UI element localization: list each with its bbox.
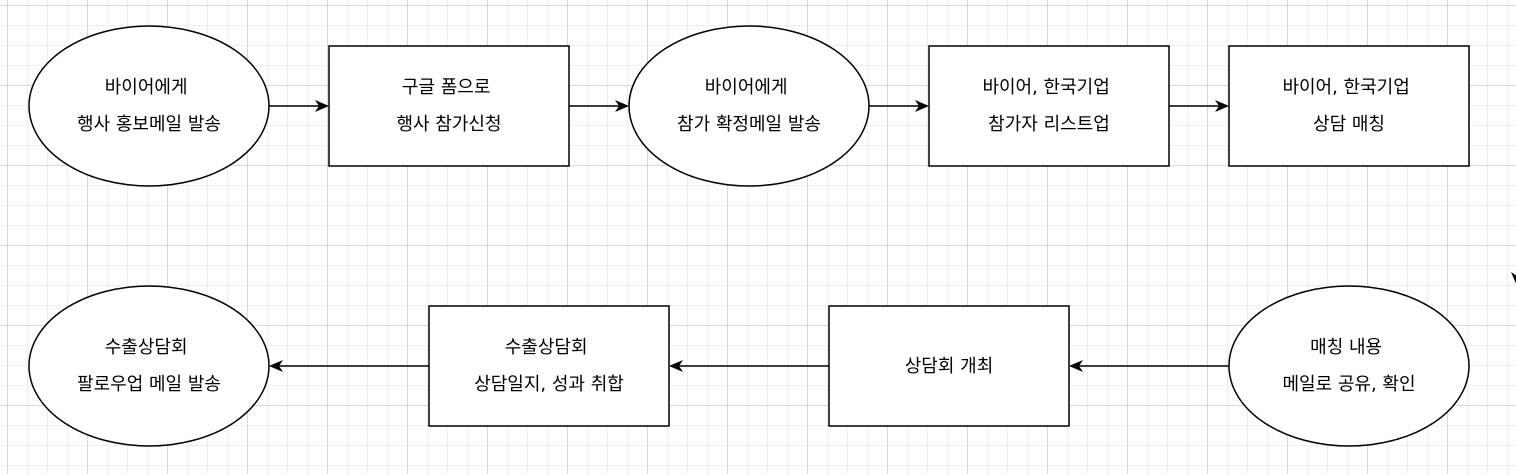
node-label-line-1: 구글 폼으로 [402,77,491,98]
node-send-promo-mail[interactable]: 바이어에게 행사 홍보메일 발송 [28,25,270,187]
node-label: 상담회 개최 [905,356,994,377]
node-label: 바이어, 한국기업 상담 매칭 [1282,77,1415,135]
node-label-line-2: 메일로 공유, 확인 [1282,374,1415,395]
node-label: 수출상담회 상담일지, 성과 취합 [474,337,624,395]
node-shape-ellipse [28,25,270,187]
node-label-line-2: 행사 홍보메일 발송 [77,114,221,135]
node-shape-rect [428,305,670,427]
node-send-confirm-mail[interactable]: 바이어에게 참가 확정메일 발송 [628,25,870,187]
node-label-line-2: 행사 참가신청 [396,114,501,135]
node-send-followup-mail[interactable]: 수출상담회 팔로우업 메일 발송 [28,285,270,447]
node-label: 바이어에게 행사 홍보메일 발송 [77,77,221,135]
node-label: 수출상담회 팔로우업 메일 발송 [77,337,221,395]
node-label-line-1: 상담회 개최 [905,356,994,377]
node-label-line-1: 수출상담회 [105,337,188,358]
node-label-line-1: 바이어, 한국기업 [982,77,1109,98]
node-shape-ellipse [28,285,270,447]
node-label: 바이어에게 참가 확정메일 발송 [677,77,821,135]
node-collect-results[interactable]: 수출상담회 상담일지, 성과 취합 [428,305,670,427]
node-shape-ellipse [1228,285,1470,447]
node-shape-rect [328,45,570,167]
nodes-layer: 바이어에게 행사 홍보메일 발송 구글 폼으로 행사 참가신청 바이어에게 참가… [28,25,1470,447]
node-label: 매칭 내용 메일로 공유, 확인 [1282,337,1415,395]
node-label-line-2: 참가 확정메일 발송 [677,114,821,135]
node-label: 구글 폼으로 행사 참가신청 [396,77,501,135]
node-shape-ellipse [628,25,870,187]
node-label-line-2: 참가자 리스트업 [988,114,1110,135]
node-participant-listup[interactable]: 바이어, 한국기업 참가자 리스트업 [928,45,1170,167]
node-label-line-1: 수출상담회 [505,337,588,358]
node-google-form-signup[interactable]: 구글 폼으로 행사 참가신청 [328,45,570,167]
node-label-line-2: 상담 매칭 [1313,114,1385,135]
node-label-line-1: 바이어에게 [705,77,788,98]
node-share-matching-by-mail[interactable]: 매칭 내용 메일로 공유, 확인 [1228,285,1470,447]
node-shape-rect [1228,45,1470,167]
node-shape-rect [928,45,1170,167]
node-label: 바이어, 한국기업 참가자 리스트업 [982,77,1115,135]
node-consultation-matching[interactable]: 바이어, 한국기업 상담 매칭 [1228,45,1470,167]
node-label-line-1: 바이어, 한국기업 [1282,77,1409,98]
node-shape-rect [828,305,1070,427]
node-hold-consultation[interactable]: 상담회 개최 [828,305,1070,427]
node-label-line-2: 팔로우업 메일 발송 [77,374,221,395]
edges-layer [269,100,1516,372]
node-label-line-1: 바이어에게 [105,77,188,98]
node-label-line-1: 매칭 내용 [1310,337,1382,358]
node-label-line-2: 상담일지, 성과 취합 [474,374,624,395]
